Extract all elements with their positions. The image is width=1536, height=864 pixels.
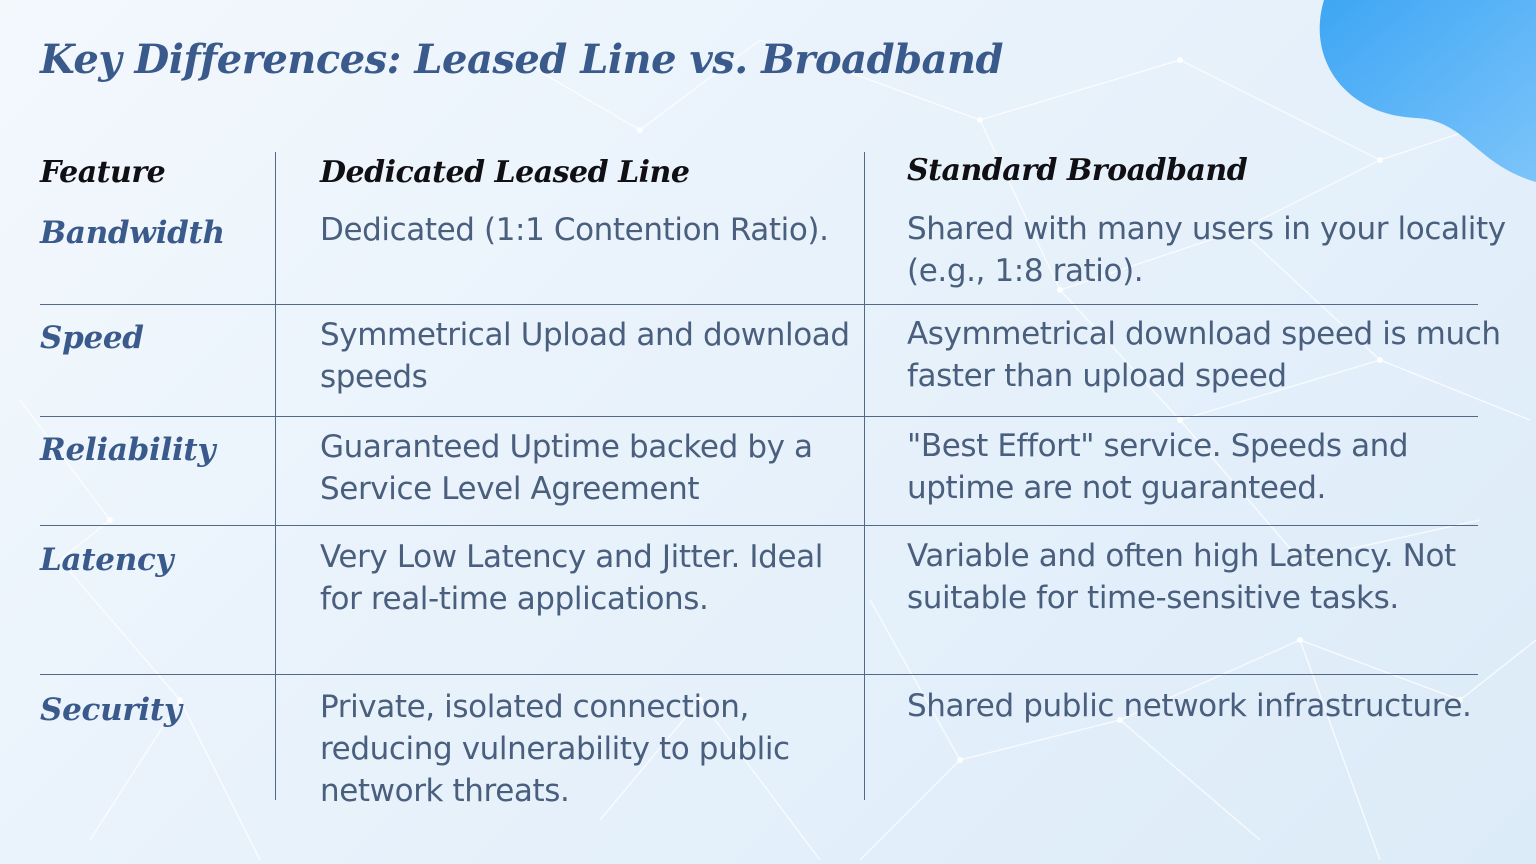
cell-latency-leased: Very Low Latency and Jitter. Ideal for r… [320,539,823,617]
decorative-blob [1319,0,1536,182]
cell-security-leased: Private, isolated connection, reducing v… [320,689,790,809]
cell-speed-leased: Symmetrical Upload and download speeds [320,317,850,395]
column-divider-1 [275,152,276,800]
feature-speed: Speed [40,320,144,356]
row-divider [40,674,1478,675]
cell-reliability-broadband: "Best Effort" service. Speeds and uptime… [907,428,1409,506]
header-broadband: Standard Broadband [907,153,1248,188]
cell-security-broadband: Shared public network infrastructure. [907,688,1472,724]
row-divider [40,525,1478,526]
cell-reliability-leased: Guaranteed Uptime backed by a Service Le… [320,429,813,507]
feature-bandwidth: Bandwidth [40,215,225,251]
feature-reliability: Reliability [40,432,216,468]
row-divider [40,304,1478,305]
feature-security: Security [40,692,182,728]
cell-latency-broadband: Variable and often high Latency. Not sui… [907,538,1456,616]
column-divider-2 [864,152,865,800]
header-leased-line: Dedicated Leased Line [320,155,690,190]
row-divider [40,416,1478,417]
cell-speed-broadband: Asymmetrical download speed is much fast… [907,316,1501,394]
feature-latency: Latency [40,542,174,578]
cell-bandwidth-leased: Dedicated (1:1 Contention Ratio). [320,212,829,248]
page-title: Key Differences: Leased Line vs. Broadba… [40,36,1004,83]
header-feature: Feature [40,155,166,190]
cell-bandwidth-broadband: Shared with many users in your locality … [907,211,1506,289]
